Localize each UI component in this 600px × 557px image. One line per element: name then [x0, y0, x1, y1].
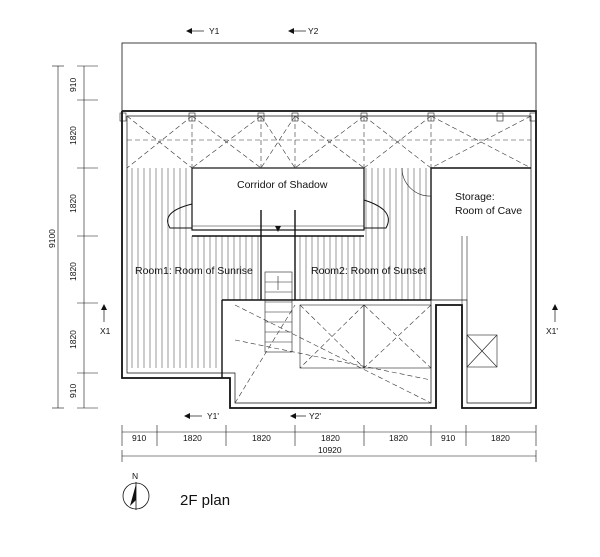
bottom-dimension-line	[121, 425, 537, 462]
svg-text:Y1': Y1'	[207, 411, 219, 421]
dim-left-2: 1820	[68, 126, 78, 145]
storage-label-2: Room of Cave	[455, 205, 522, 217]
left-dimension-line	[52, 65, 98, 409]
section-marker-x1-left: X1	[100, 304, 111, 336]
dim-bottom-4: 1820	[321, 433, 340, 443]
corridor-left-bulge	[167, 203, 193, 229]
svg-text:N: N	[132, 471, 138, 481]
svg-text:X1': X1'	[546, 326, 558, 336]
dim-bottom-5: 1820	[389, 433, 408, 443]
section-marker-y2-top: Y2	[288, 26, 319, 36]
dim-bottom-7: 1820	[491, 433, 510, 443]
room1-label: Room1: Room of Sunrise	[135, 265, 253, 277]
section-marker-y2-bottom: Y2'	[290, 411, 321, 421]
stair-arrow-icon	[275, 226, 281, 232]
corridor-label: Corridor of Shadow	[237, 179, 328, 191]
section-marker-y1-bottom: Y1'	[184, 411, 219, 421]
dim-left-5: 1820	[68, 330, 78, 349]
storage-small-box	[466, 334, 498, 368]
svg-text:Y2: Y2	[308, 26, 319, 36]
dim-left-4: 1820	[68, 262, 78, 281]
top-posts	[119, 112, 537, 122]
roof-outline	[121, 42, 537, 112]
dim-left-total: 9100	[47, 229, 57, 248]
section-marker-x1-right: X1'	[546, 304, 558, 336]
dim-bottom-3: 1820	[252, 433, 271, 443]
storage-door-swing	[401, 167, 432, 197]
stair	[264, 271, 293, 353]
svg-text:Y1: Y1	[209, 26, 220, 36]
dim-bottom-total: 10920	[318, 445, 342, 455]
room1-floorboards	[131, 168, 259, 368]
section-marker-y1-top: Y1	[186, 26, 220, 36]
dim-left-6: 910	[68, 384, 78, 398]
lower-bracing	[234, 304, 432, 404]
corridor-area	[191, 167, 365, 231]
room2-floorboards	[299, 168, 427, 300]
plan-title: 2F plan	[180, 492, 230, 509]
dim-bottom-1: 910	[132, 433, 146, 443]
corridor-right-bulge	[363, 199, 389, 229]
dim-left-1: 910	[68, 78, 78, 92]
dim-bottom-6: 910	[441, 433, 455, 443]
upper-bracing	[126, 115, 532, 169]
room2-label: Room2: Room of Sunset	[311, 265, 426, 277]
dim-bottom-2: 1820	[183, 433, 202, 443]
svg-text:Y2': Y2'	[309, 411, 321, 421]
north-arrow-icon: N	[122, 471, 150, 510]
dim-left-3: 1820	[68, 194, 78, 213]
storage-label-1: Storage:	[455, 191, 495, 203]
outer-wall	[121, 110, 537, 409]
svg-text:X1: X1	[100, 326, 111, 336]
